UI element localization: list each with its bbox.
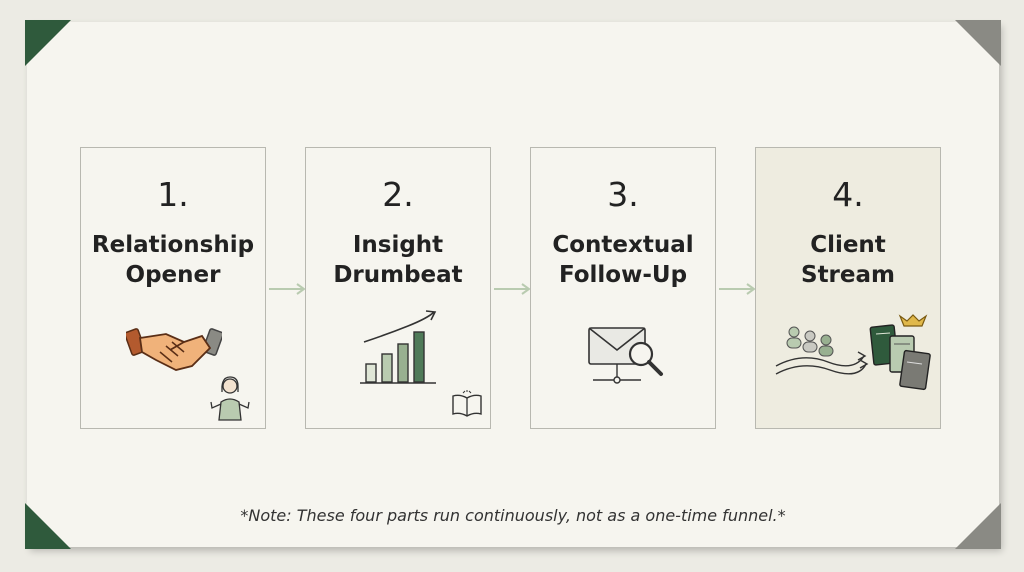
flow-arrow (719, 283, 756, 295)
book-icon (452, 390, 482, 417)
step-title-line2: Opener (125, 262, 221, 288)
step-client-stream: 4. Client Stream (755, 147, 941, 429)
step-title-line2: Follow-Up (558, 262, 688, 288)
step-title: Insight Drumbeat (306, 230, 490, 290)
diagram-card: 1. Relationship Opener 2. Insight Drumbe… (25, 20, 1001, 549)
envelope-search-icon (588, 327, 663, 384)
step-insight-drumbeat: 2. Insight Drumbeat (305, 147, 491, 429)
step-title: Contextual Follow-Up (531, 230, 715, 290)
step-number: 2. (382, 175, 414, 214)
corner-accent-top-right (955, 20, 1001, 66)
handshake-icon (126, 328, 222, 371)
step-title-line2: Stream (801, 262, 895, 288)
flow-arrow (494, 283, 531, 295)
corner-accent-bottom-right (955, 503, 1001, 549)
step-title: Relationship Opener (81, 230, 265, 290)
step-title-line2: Drumbeat (333, 262, 463, 288)
person-icon (210, 376, 250, 421)
flow-arrow (269, 283, 306, 295)
step-title-line1: Relationship (91, 232, 255, 258)
step-number: 1. (157, 175, 189, 214)
step-relationship-opener: 1. Relationship Opener (80, 147, 266, 429)
step-title-line1: Contextual (552, 232, 694, 258)
corner-accent-bottom-left (25, 503, 71, 549)
people-stream-books-icon (775, 314, 931, 391)
step-title: Client Stream (756, 230, 940, 290)
step-contextual-follow-up: 3. Contextual Follow-Up (530, 147, 716, 429)
step-number: 3. (607, 175, 639, 214)
corner-accent-top-left (25, 20, 71, 66)
step-number: 4. (832, 175, 864, 214)
step-title-line1: Insight (352, 232, 444, 258)
footnote: *Note: These four parts run continuously… (240, 506, 786, 525)
step-title-line1: Client (810, 232, 886, 258)
growth-chart-icon (360, 310, 437, 384)
